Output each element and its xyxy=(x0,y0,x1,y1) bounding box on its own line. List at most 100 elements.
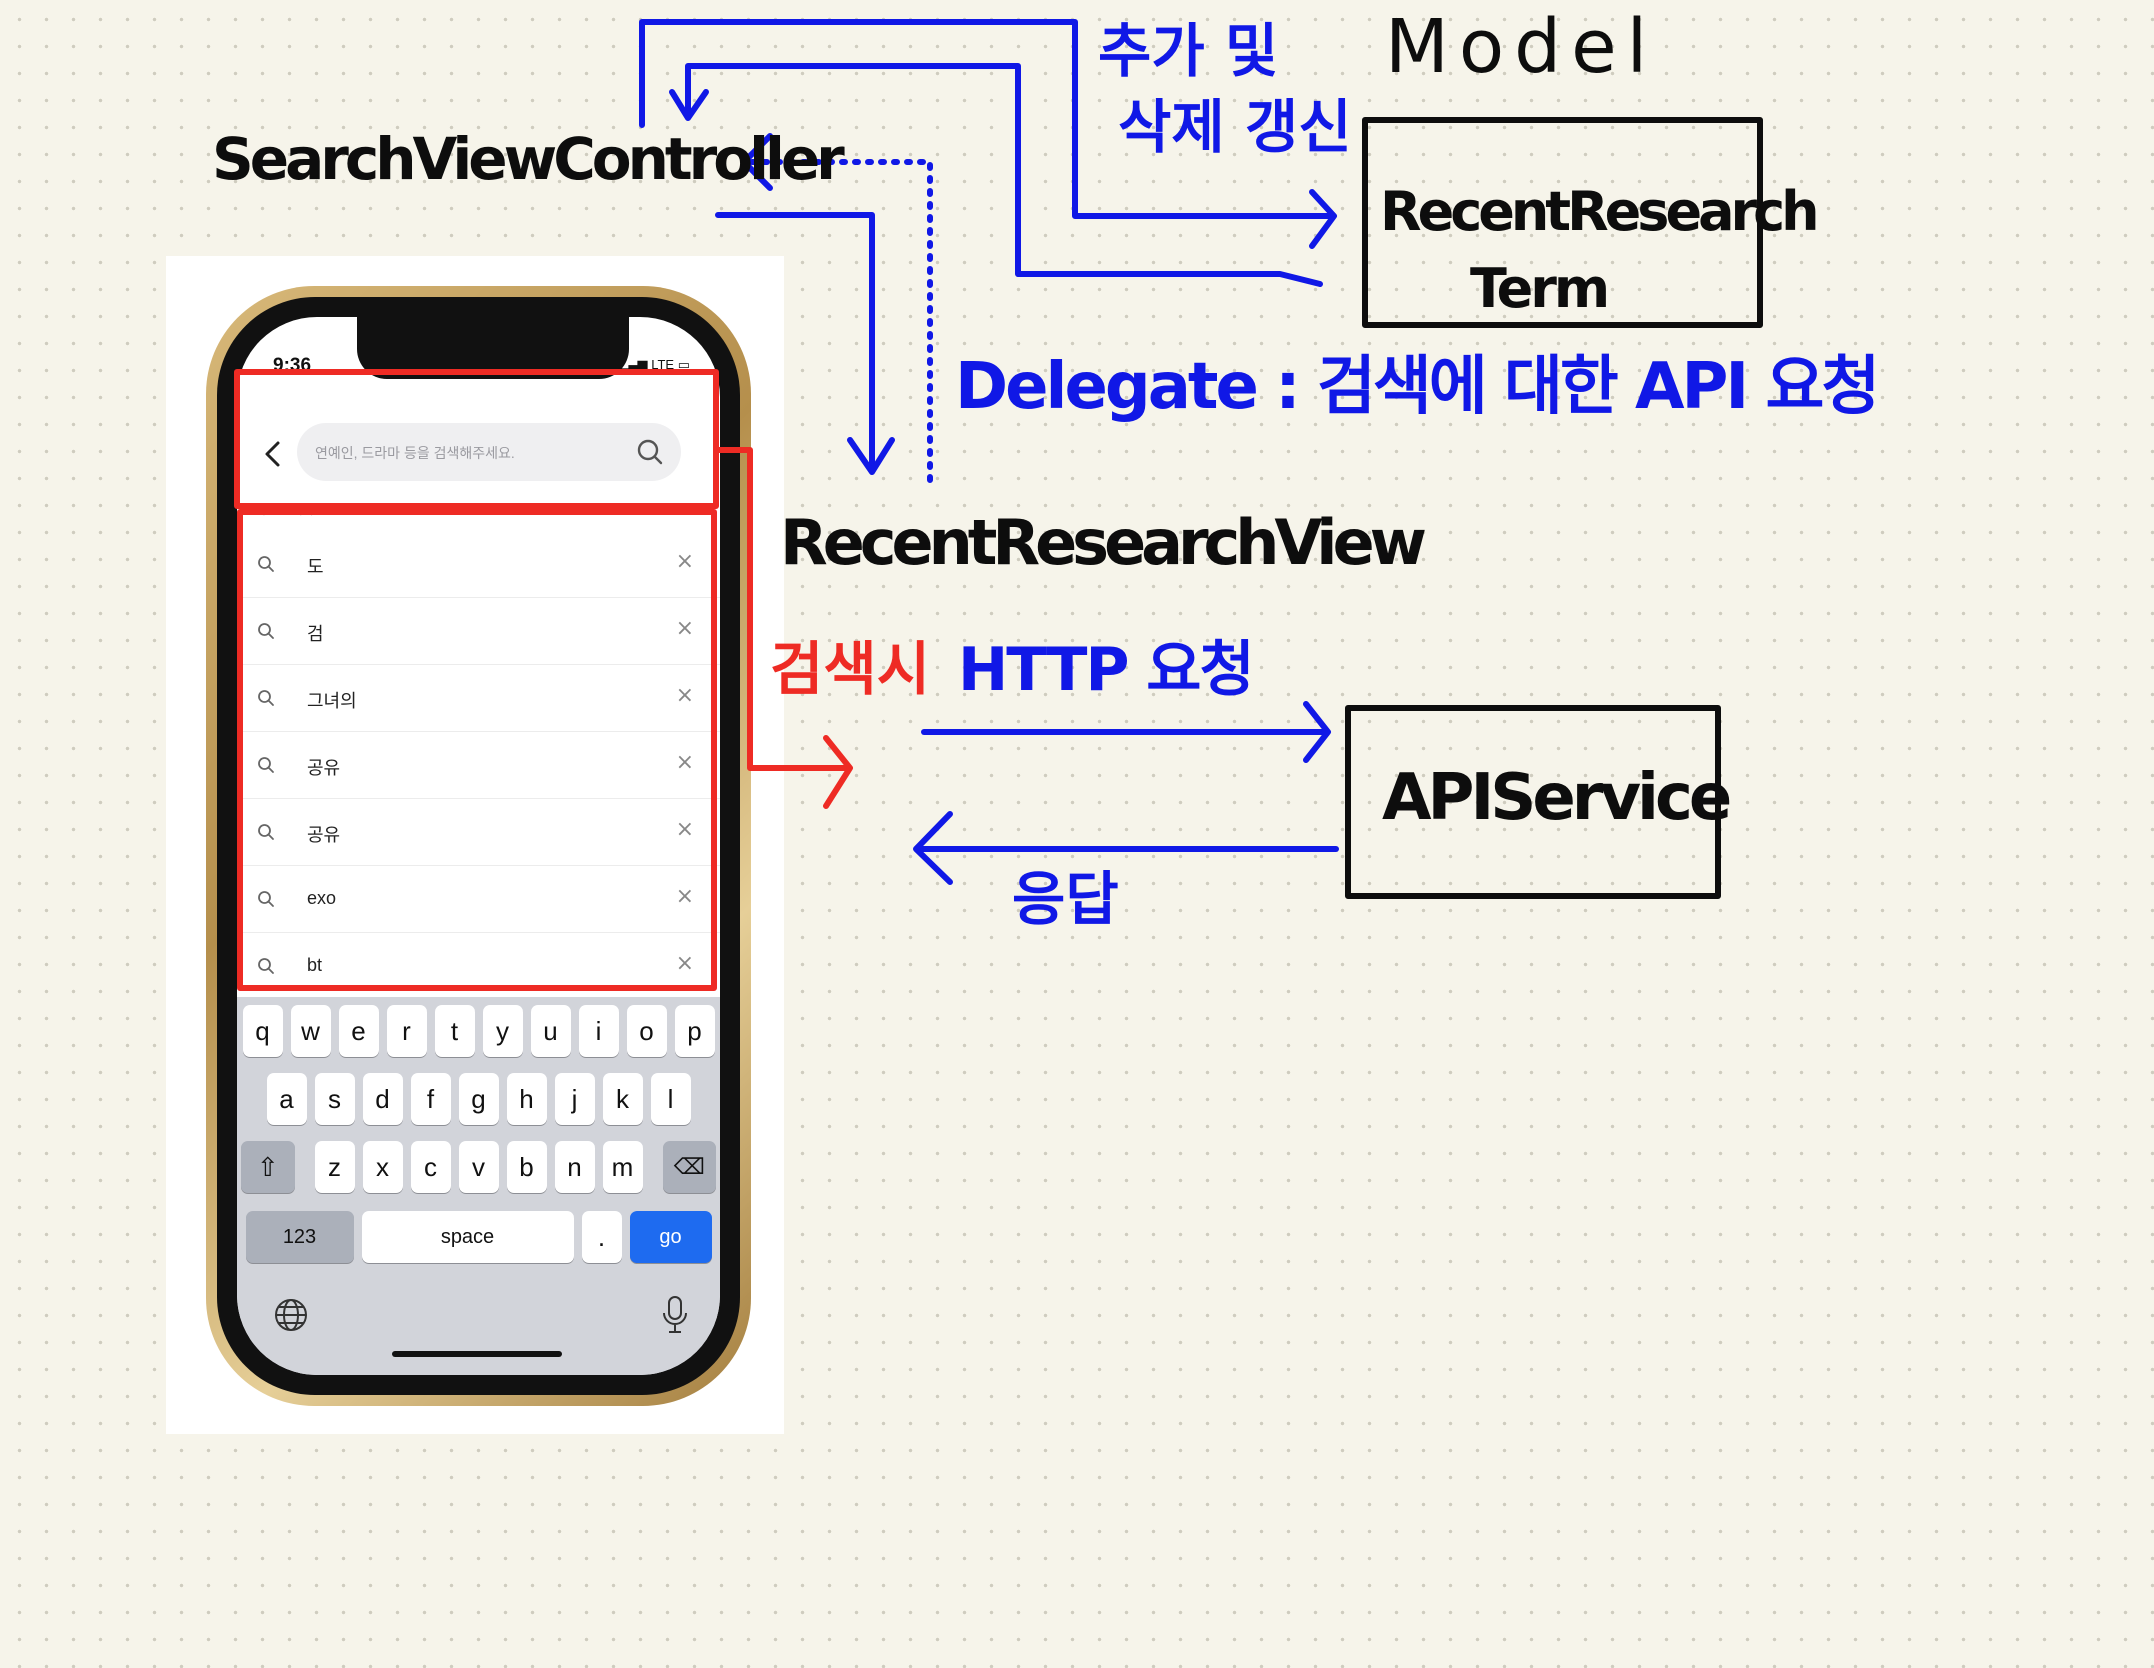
shift-key[interactable]: ⇧ xyxy=(241,1141,295,1193)
key-t[interactable]: t xyxy=(434,1005,475,1057)
globe-icon[interactable] xyxy=(273,1297,309,1333)
update-label-line1: 추가 및 xyxy=(1098,17,1279,85)
controller-to-view-arrowhead xyxy=(847,437,895,475)
recent-search-row[interactable]: bt × xyxy=(237,933,720,1000)
key-u[interactable]: u xyxy=(530,1005,571,1057)
search-view-controller-label: SearchViewController xyxy=(212,125,845,193)
recent-research-view-label: RecentResearchView xyxy=(780,506,1427,579)
search-trigger-arrowhead xyxy=(823,735,853,809)
key-v[interactable]: v xyxy=(458,1141,499,1193)
carrier-label: LTE xyxy=(651,357,675,372)
key-j[interactable]: j xyxy=(554,1073,595,1125)
controller-to-model-arrowhead xyxy=(1309,189,1337,249)
recent-search-list: 도×검×그녀의×공유×공유×exo×bt× xyxy=(237,531,720,1000)
key-o[interactable]: o xyxy=(626,1005,667,1057)
delete-term-icon[interactable]: × xyxy=(675,884,694,909)
recent-search-term: bt xyxy=(307,955,323,975)
key-d[interactable]: d xyxy=(362,1073,403,1125)
back-arrow-icon[interactable] xyxy=(259,439,289,469)
recent-search-row[interactable]: exo × xyxy=(237,866,720,933)
recent-research-term-line1: RecentResearch xyxy=(1380,180,1820,243)
microphone-icon[interactable] xyxy=(660,1295,690,1335)
key-w[interactable]: w xyxy=(290,1005,331,1057)
key-i[interactable]: i xyxy=(578,1005,619,1057)
key-f[interactable]: f xyxy=(410,1073,451,1125)
key-n[interactable]: n xyxy=(554,1141,595,1193)
recent-search-term: 도 xyxy=(307,557,324,577)
search-icon xyxy=(258,556,274,572)
response-label: 응답 xyxy=(1012,865,1119,933)
recent-research-term-line2: Term xyxy=(1470,257,1610,320)
delete-term-icon[interactable]: × xyxy=(675,549,694,574)
search-icon xyxy=(258,757,274,773)
update-label-line2: 삭제 갱신 xyxy=(1118,93,1352,161)
delete-term-icon[interactable]: × xyxy=(675,616,694,641)
notch xyxy=(357,317,629,379)
key-a[interactable]: a xyxy=(266,1073,307,1125)
home-indicator xyxy=(392,1351,562,1357)
search-icon[interactable] xyxy=(635,437,665,467)
backspace-icon: ⌫ xyxy=(673,1154,705,1179)
delete-term-icon[interactable]: × xyxy=(675,750,694,775)
phone-screenshot: 9:36 ▂▄▆ LTE ▭ 연예인, 드라마 등을 검색해주세요. xyxy=(166,256,784,1434)
recent-search-term: 공유 xyxy=(307,758,341,778)
key-r[interactable]: r xyxy=(386,1005,427,1057)
recent-search-row[interactable]: 공유 × xyxy=(237,732,720,799)
status-time: 9:36 xyxy=(273,355,312,376)
iphone-frame: 9:36 ▂▄▆ LTE ▭ 연예인, 드라마 등을 검색해주세요. xyxy=(206,286,751,1406)
search-icon xyxy=(258,623,274,639)
search-icon xyxy=(258,891,274,907)
search-input[interactable]: 연예인, 드라마 등을 검색해주세요. xyxy=(297,423,681,481)
key-p[interactable]: p xyxy=(674,1005,715,1057)
http-request-label: HTTP 요청 xyxy=(958,635,1255,705)
key-h[interactable]: h xyxy=(506,1073,547,1125)
recent-search-term: 공유 xyxy=(307,825,341,845)
search-icon xyxy=(258,958,274,974)
recent-search-row[interactable]: 공유 × xyxy=(237,799,720,866)
search-icon xyxy=(258,824,274,840)
key-e[interactable]: e xyxy=(338,1005,379,1057)
delete-term-icon[interactable]: × xyxy=(675,817,694,842)
key-m[interactable]: m xyxy=(602,1141,643,1193)
recent-search-row[interactable]: 그녀의 × xyxy=(237,665,720,732)
delegate-label: Delegate : 검색에 대한 API 요청 xyxy=(955,350,1880,424)
recent-search-row[interactable]: 도× xyxy=(237,531,720,598)
key-x[interactable]: x xyxy=(362,1141,403,1193)
recent-search-term: exo xyxy=(307,888,337,908)
key-b[interactable]: b xyxy=(506,1141,547,1193)
go-key[interactable]: go xyxy=(629,1211,712,1263)
recent-search-term: 그녀의 xyxy=(307,691,357,711)
delete-term-icon[interactable]: × xyxy=(675,683,694,708)
recent-search-heading: 최근 검색어 xyxy=(255,503,314,517)
key-y[interactable]: y xyxy=(482,1005,523,1057)
key-c[interactable]: c xyxy=(410,1141,451,1193)
key-q[interactable]: q xyxy=(242,1005,283,1057)
phone-screen: 9:36 ▂▄▆ LTE ▭ 연예인, 드라마 등을 검색해주세요. xyxy=(237,317,720,1375)
delete-term-icon[interactable]: × xyxy=(675,951,694,976)
numbers-key[interactable]: 123 xyxy=(245,1211,354,1263)
backspace-key[interactable]: ⌫ xyxy=(662,1141,716,1193)
http-request-arrowhead xyxy=(1303,701,1331,763)
search-placeholder: 연예인, 드라마 등을 검색해주세요. xyxy=(315,445,515,461)
period-key[interactable]: . xyxy=(581,1211,622,1263)
battery-icon: ▭ xyxy=(677,357,690,372)
signal-icon: ▂▄▆ xyxy=(618,357,648,372)
key-k[interactable]: k xyxy=(602,1073,643,1125)
response-arrowhead xyxy=(913,811,953,885)
key-s[interactable]: s xyxy=(314,1073,355,1125)
search-icon xyxy=(258,690,274,706)
shift-icon: ⇧ xyxy=(256,1152,279,1182)
search-trigger-label: 검색시 xyxy=(770,635,931,703)
key-g[interactable]: g xyxy=(458,1073,499,1125)
space-key[interactable]: space xyxy=(361,1211,574,1263)
recent-search-row[interactable]: 검× xyxy=(237,598,720,665)
keyboard-row-4: 123 space . go xyxy=(237,1211,720,1263)
key-l[interactable]: l xyxy=(650,1073,691,1125)
key-z[interactable]: z xyxy=(314,1141,355,1193)
phone-bezel: 9:36 ▂▄▆ LTE ▭ 연예인, 드라마 등을 검색해주세요. xyxy=(217,297,740,1395)
